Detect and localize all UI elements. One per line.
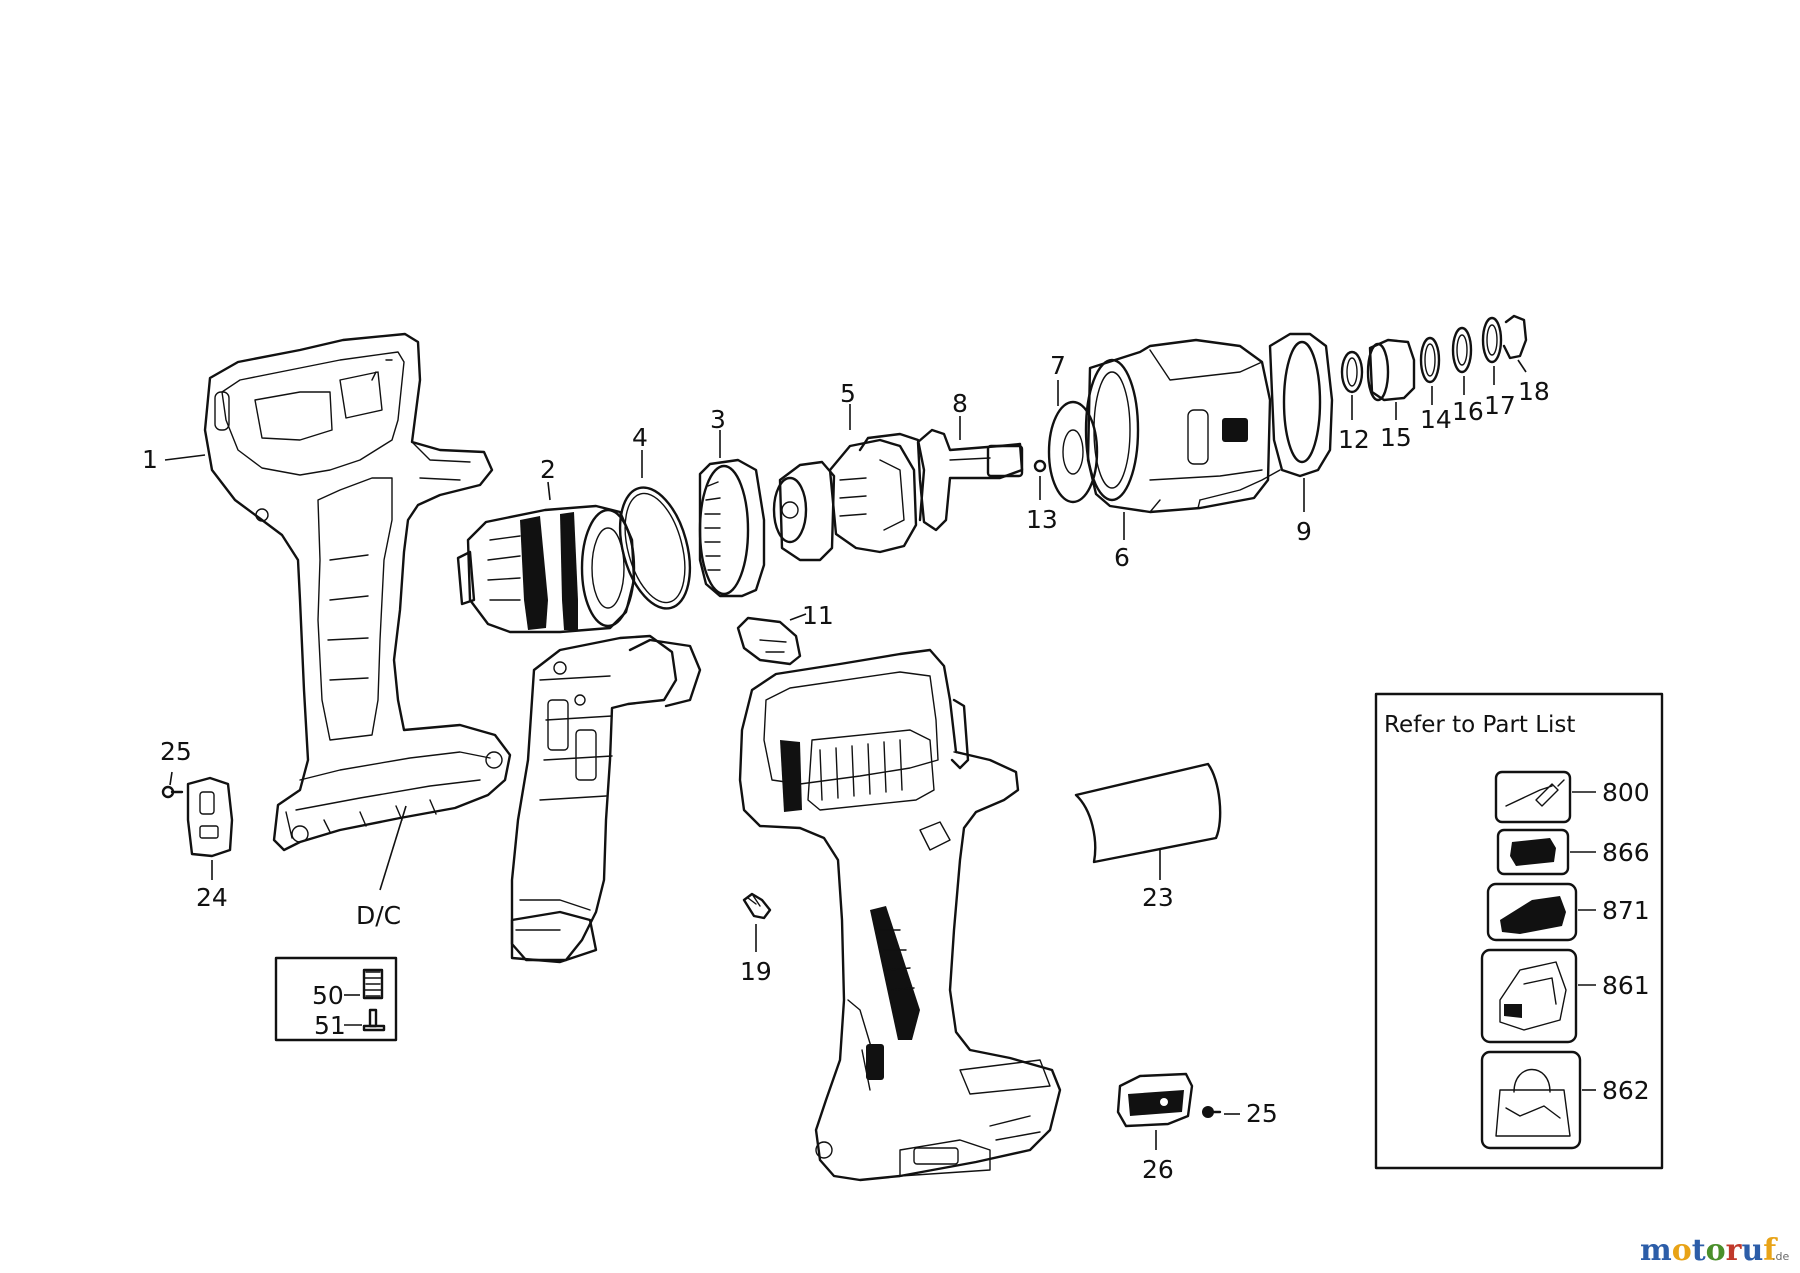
- label-part-15: 15: [1380, 423, 1412, 452]
- watermark-letter: f: [1763, 1233, 1778, 1268]
- part-23-label: [1074, 762, 1222, 880]
- svg-text:motoruf: motoruf: [1640, 1233, 1778, 1268]
- label-part-3: 3: [710, 405, 726, 434]
- label-part-24: 24: [196, 883, 228, 912]
- part-2-motor: [456, 481, 636, 634]
- label-part-26: 26: [1142, 1155, 1174, 1184]
- part-24-belt-clip: [186, 776, 234, 880]
- label-part-11: 11: [802, 601, 834, 630]
- part-6-hammer-case: [1084, 338, 1272, 540]
- part-7-washer: [1047, 380, 1099, 504]
- part-1-left-housing: [164, 332, 512, 852]
- label-part-50: 50: [312, 981, 344, 1010]
- label-ref-871: 871: [1602, 896, 1650, 925]
- label-ref-862: 862: [1602, 1076, 1650, 1105]
- part-17-ring: [1481, 316, 1503, 385]
- label-part-7: 7: [1050, 351, 1066, 380]
- label-part-9: 9: [1296, 517, 1312, 546]
- reference-box: [1374, 692, 1664, 1170]
- watermark-letter: r: [1726, 1233, 1743, 1268]
- label-ref-866: 866: [1602, 838, 1650, 867]
- label-part-6: 6: [1114, 543, 1130, 572]
- part-9-nose-cone: [1199, 332, 1334, 512]
- part-3-ring-gear: [698, 430, 766, 598]
- part-14-ring: [1419, 336, 1441, 405]
- part-15-sleeve: [1366, 338, 1416, 420]
- watermark-logo: motoruf .de: [1640, 1233, 1789, 1268]
- watermark-letter: t: [1692, 1233, 1706, 1268]
- label-part-16: 16: [1452, 397, 1484, 426]
- label-ref-800: 800: [1602, 778, 1650, 807]
- part-26-bit-holder: [1116, 1072, 1194, 1150]
- label-part-8: 8: [952, 389, 968, 418]
- label-part-dc: D/C: [356, 901, 401, 930]
- label-part-4: 4: [632, 423, 648, 452]
- part-4-o-ring: [618, 450, 692, 610]
- inset-spring-kit: [274, 956, 398, 1042]
- part-8-anvil: [916, 416, 1024, 532]
- label-part-19: 19: [740, 957, 772, 986]
- part-25-screw-left: [161, 771, 184, 799]
- part-13-ball: [1033, 459, 1047, 500]
- label-part-5: 5: [840, 379, 856, 408]
- part-19-screw: [742, 892, 772, 952]
- label-part-18: 18: [1518, 377, 1550, 406]
- label-part-12: 12: [1338, 425, 1370, 454]
- switch-trigger-assembly: [510, 634, 702, 964]
- label-part-1: 1: [142, 445, 158, 474]
- label-part-51: 51: [314, 1011, 346, 1040]
- label-part-2: 2: [540, 455, 556, 484]
- label-part-23: 23: [1142, 883, 1174, 912]
- right-housing: [738, 648, 1062, 1182]
- watermark-letter: o: [1706, 1233, 1726, 1268]
- label-part-14: 14: [1420, 405, 1452, 434]
- part-18-clip: [1502, 314, 1528, 373]
- reference-box-title: Refer to Part List: [1384, 712, 1575, 738]
- part-labels: 1 2 3 4 5 6 7 8 9 11 12 13 14 15 16 17 1…: [142, 351, 1650, 1184]
- watermark-letter: m: [1640, 1233, 1672, 1268]
- label-part-13: 13: [1026, 505, 1058, 534]
- label-part-17: 17: [1484, 391, 1516, 420]
- part-25-screw-right: [1202, 1106, 1240, 1118]
- watermark-letter: o: [1672, 1233, 1692, 1268]
- label-part-25-left: 25: [160, 737, 192, 766]
- label-ref-861: 861: [1602, 971, 1650, 1000]
- part-dc-leader: [379, 805, 407, 891]
- part-12-ring: [1340, 350, 1364, 420]
- part-16-ring: [1451, 326, 1473, 395]
- label-part-25-right: 25: [1246, 1099, 1278, 1128]
- watermark-suffix: .de: [1772, 1250, 1789, 1263]
- watermark-letter: u: [1741, 1233, 1763, 1268]
- part-11-actuator: [736, 613, 807, 666]
- part-5-gear-assembly: [772, 404, 926, 562]
